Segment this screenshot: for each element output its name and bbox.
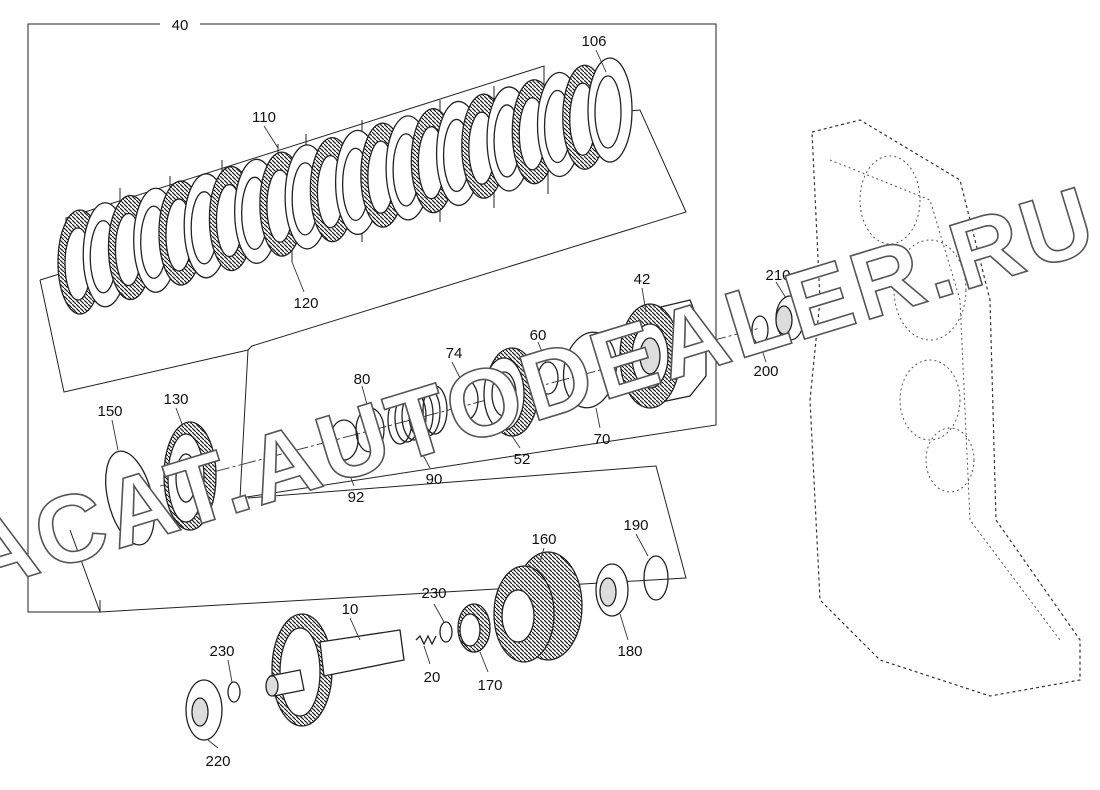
ring-230-upper — [439, 621, 453, 643]
group-40-frame — [27, 23, 717, 613]
callout-230-upper: 230 — [421, 585, 446, 602]
callout-74: 74 — [446, 345, 463, 362]
callout-130: 130 — [163, 391, 188, 408]
spring-coil — [408, 389, 434, 439]
clutch-drum — [619, 299, 707, 409]
callout-200: 200 — [753, 363, 778, 380]
bearing-180 — [595, 563, 629, 617]
callout-180: 180 — [617, 643, 642, 660]
callout-70: 70 — [594, 431, 611, 448]
callout-60: 60 — [530, 327, 547, 344]
gear-plate-130 — [163, 421, 217, 531]
callout-90: 90 — [426, 471, 443, 488]
snap-ring-150 — [105, 450, 155, 546]
bearing-220 — [185, 679, 223, 741]
spring-20 — [415, 634, 437, 646]
spring-coil — [387, 395, 413, 445]
callout-40: 40 — [172, 17, 189, 34]
callout-52: 52 — [514, 451, 531, 468]
callout-92: 92 — [348, 489, 365, 506]
ring-230-lower — [227, 681, 241, 703]
output-shaft-frame — [69, 465, 687, 613]
clutch-plate-stack — [57, 57, 633, 315]
callout-210: 210 — [765, 267, 790, 284]
needle-bearing-170 — [457, 603, 491, 653]
gear-160 — [493, 551, 583, 663]
callout-10: 10 — [342, 601, 359, 618]
callout-190: 190 — [623, 517, 648, 534]
callout-150: 150 — [97, 403, 122, 420]
callout-80: 80 — [354, 371, 371, 388]
spring — [387, 385, 448, 445]
callout-42: 42 — [634, 271, 651, 288]
plate-bore — [594, 75, 622, 149]
snap-ring-large — [562, 331, 618, 409]
callout-160: 160 — [531, 531, 556, 548]
piston — [483, 347, 539, 437]
callout-20: 20 — [424, 669, 441, 686]
leader-lines — [111, 49, 787, 749]
callout-220: 220 — [205, 753, 230, 770]
callout-230-lower: 230 — [209, 643, 234, 660]
spring-coil — [415, 387, 441, 437]
bearing-210 — [775, 295, 805, 341]
ring-190 — [643, 555, 669, 601]
spring-coil — [401, 391, 427, 441]
callout-106: 106 — [581, 33, 606, 50]
ring-small — [537, 361, 559, 395]
callout-120: 120 — [293, 295, 318, 312]
callout-110: 110 — [252, 109, 276, 126]
spring-coil — [394, 393, 420, 443]
callout-170: 170 — [477, 677, 502, 694]
spring-coil — [422, 385, 448, 435]
main-shaft-10 — [265, 613, 405, 727]
transmission-housing — [809, 119, 1081, 697]
ring-74 — [453, 379, 479, 421]
